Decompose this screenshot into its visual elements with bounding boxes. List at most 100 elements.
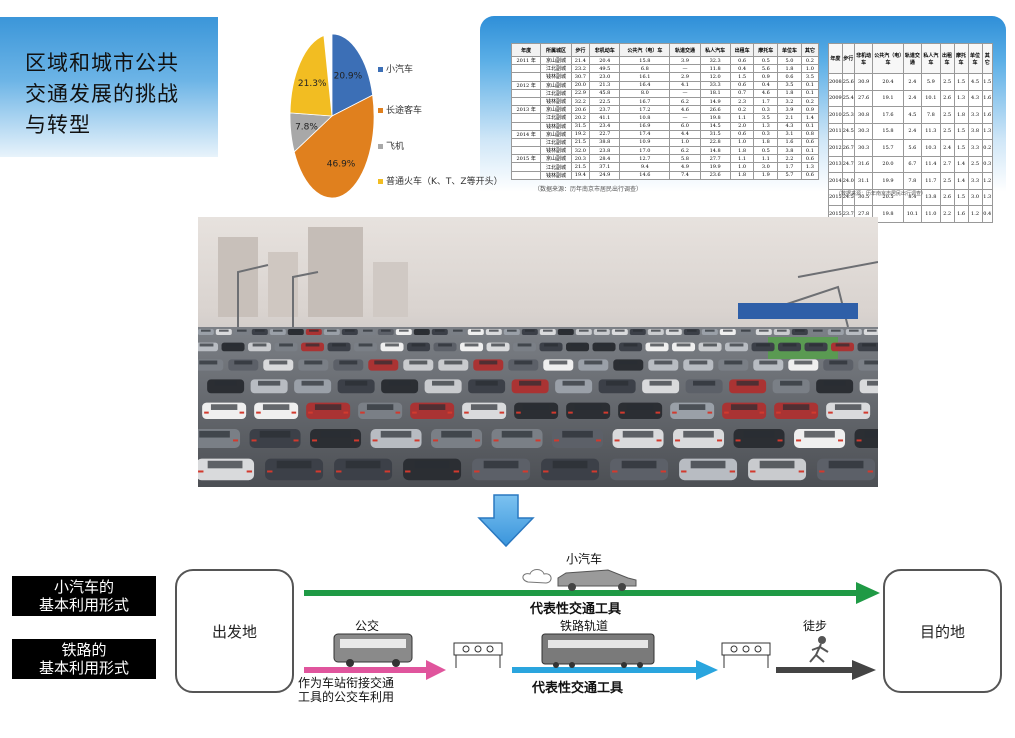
- car-tail-light: [828, 411, 833, 414]
- table-cell: 19.1: [872, 89, 904, 107]
- car-window: [201, 329, 211, 332]
- car-window: [687, 329, 697, 332]
- table2-source: （数据来源：历年南京市居民出行调查）: [836, 191, 927, 197]
- table-cell: 2.6: [939, 89, 955, 107]
- table-cell: 0.5: [753, 146, 779, 156]
- car-window: [418, 404, 446, 410]
- car-window: [219, 329, 229, 332]
- table-cell: 2.2: [777, 154, 802, 164]
- car-mode-label: 小汽车的 基本利用形式: [12, 576, 156, 616]
- car-window: [345, 460, 381, 469]
- table-header-cell: 出租车: [939, 43, 955, 74]
- table-cell: 1.3: [953, 89, 969, 107]
- car-window: [214, 380, 237, 386]
- table-cell: 1.4: [953, 155, 969, 173]
- table-cell: 京山副城: [540, 154, 572, 164]
- table-cell: 江北副城: [540, 137, 572, 148]
- table-cell: 0.2: [800, 55, 820, 66]
- table-cell: [510, 88, 542, 98]
- table-cell: 24.9: [589, 170, 621, 180]
- table-cell: 1.7: [777, 162, 802, 172]
- car-window: [633, 329, 643, 332]
- car-window: [676, 343, 691, 347]
- car-tail-light: [620, 411, 625, 414]
- table-cell: 14.5: [699, 121, 731, 131]
- car-window: [525, 329, 535, 332]
- table-cell: 23.0: [589, 72, 621, 82]
- table-cell: 24.0: [841, 172, 855, 190]
- table-cell: 3.9: [777, 105, 802, 115]
- table-cell: 1.2: [967, 205, 983, 223]
- car-tail-light: [777, 439, 783, 442]
- car-tail-light: [838, 439, 844, 442]
- pie-slice-label: 46.9%: [327, 160, 356, 170]
- table-header-cell: 摩托车: [953, 43, 969, 74]
- table-cell: 18.1: [699, 88, 731, 98]
- table-cell: 2.6: [939, 188, 955, 206]
- table-cell: 6.7: [902, 155, 923, 173]
- table-cell: 16.1: [619, 72, 671, 82]
- pie-slice-label: 7.8%: [295, 122, 318, 132]
- car-tail-light: [660, 470, 667, 473]
- table-cell: 11.3: [921, 122, 941, 140]
- car-tail-light: [405, 470, 411, 473]
- car-tail-light: [724, 411, 729, 414]
- car-window: [543, 329, 553, 332]
- table-cell: 5.8: [669, 154, 701, 164]
- car-tail-light: [554, 439, 560, 442]
- train-icon: [541, 633, 655, 668]
- table-cell: 2.0: [729, 121, 755, 131]
- car-window: [867, 380, 878, 386]
- table-cell: 1.1: [729, 154, 755, 164]
- table-cell: 11.0: [921, 205, 941, 223]
- car-window: [561, 329, 571, 332]
- car-window: [813, 329, 823, 332]
- table-cell: [510, 113, 542, 123]
- table-cell: 0.1: [800, 121, 820, 131]
- rail-note: 代表性交通工具: [532, 681, 624, 696]
- table-cell: 4.5: [967, 73, 983, 91]
- table-cell: 12.7: [619, 154, 671, 164]
- table-cell: 17.4: [619, 129, 671, 139]
- table-cell: 6.0: [669, 121, 701, 131]
- car-window: [621, 460, 657, 469]
- car-window: [723, 329, 733, 332]
- table-cell: 1.8: [729, 170, 755, 180]
- table-cell: 1.3: [981, 188, 994, 206]
- table-cell: 1.6: [981, 106, 994, 124]
- car-note: 代表性交通工具: [530, 602, 622, 617]
- car-window: [689, 360, 708, 365]
- table-cell: 7.8: [902, 172, 923, 190]
- table-cell: 钱林副城: [540, 121, 572, 131]
- table-cell: 38.8: [589, 137, 621, 148]
- car-window: [199, 360, 218, 365]
- car-window: [470, 404, 498, 410]
- car-tail-light: [493, 439, 499, 442]
- car-tail-light: [464, 411, 469, 414]
- table-cell: 1.7: [753, 96, 779, 107]
- table-cell: 20.4: [872, 73, 904, 91]
- car-window: [255, 329, 265, 332]
- table-cell: 32.0: [570, 146, 591, 156]
- car-window: [471, 329, 481, 332]
- table-cell: 10.3: [921, 139, 941, 157]
- table-cell: 14.8: [699, 146, 731, 156]
- slide-title: 区域和城市公共交通发展的挑战与转型: [25, 51, 179, 137]
- car-tail-light: [675, 439, 681, 442]
- table-cell: 0.6: [729, 55, 755, 66]
- table-cell: 6.2: [669, 146, 701, 156]
- car-tail-light: [759, 411, 765, 414]
- car-tail-light: [256, 411, 261, 414]
- car-window: [234, 360, 253, 365]
- table-cell: 6.2: [669, 96, 701, 107]
- table-cell: 24.7: [841, 155, 855, 173]
- car-window: [332, 343, 346, 347]
- car-window: [703, 343, 717, 347]
- car-window: [606, 380, 629, 386]
